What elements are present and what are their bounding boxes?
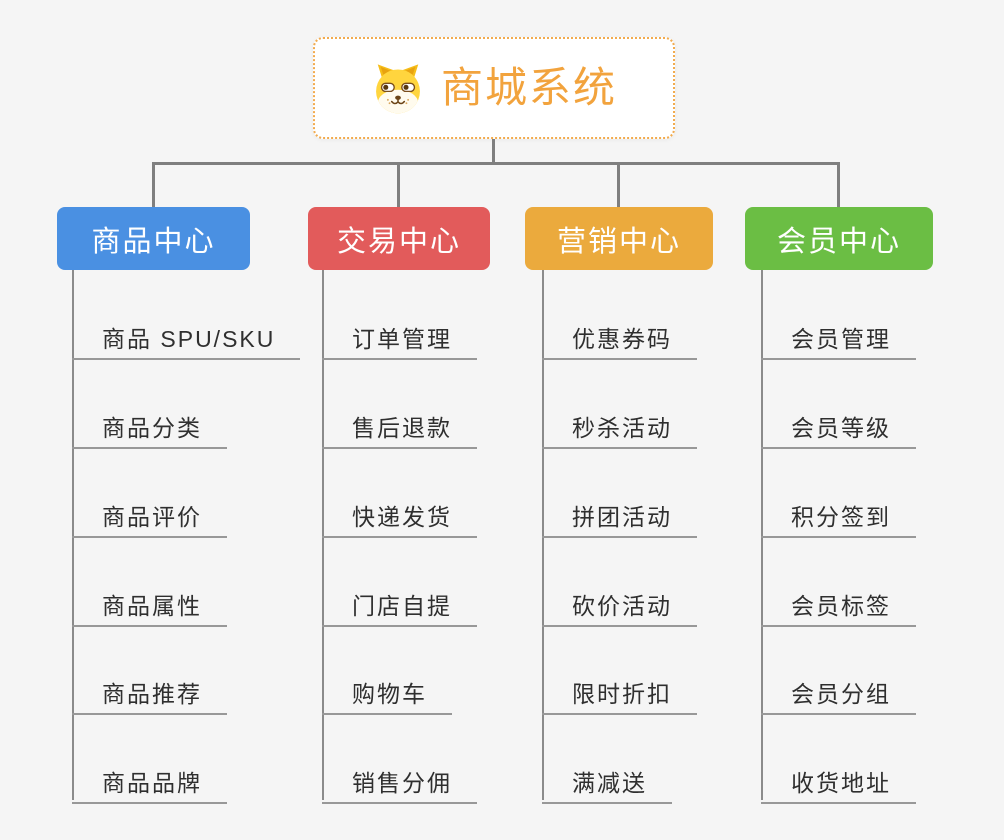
connector-drop-branch-3 [617, 163, 620, 208]
branch-node-trade-center[interactable]: 交易中心 [308, 207, 490, 270]
leaf-node[interactable]: 商品分类 [72, 411, 227, 449]
leaf-node[interactable]: 积分签到 [761, 500, 916, 538]
leaf-node[interactable]: 商品评价 [72, 500, 227, 538]
connector-drop-branch-2 [397, 163, 400, 208]
leaf-node[interactable]: 商品属性 [72, 589, 227, 627]
leaf-node[interactable]: 限时折扣 [542, 677, 697, 715]
leaf-node[interactable]: 秒杀活动 [542, 411, 697, 449]
leaf-node[interactable]: 销售分佣 [322, 766, 477, 804]
connector-drop-branch-1 [152, 163, 155, 208]
leaf-node[interactable]: 收货地址 [761, 766, 916, 804]
leaf-node[interactable]: 售后退款 [322, 411, 477, 449]
leaf-node[interactable]: 购物车 [322, 677, 452, 715]
leaf-node[interactable]: 商品品牌 [72, 766, 227, 804]
connector-horizontal-bar [152, 162, 840, 165]
branch-node-member-center[interactable]: 会员中心 [745, 207, 933, 270]
connector-spine-branch-1 [72, 270, 74, 800]
leaf-node[interactable]: 满减送 [542, 766, 672, 804]
leaf-node[interactable]: 会员分组 [761, 677, 916, 715]
leaf-node[interactable]: 会员管理 [761, 322, 916, 360]
connector-spine-branch-2 [322, 270, 324, 800]
branch-node-marketing-center[interactable]: 营销中心 [525, 207, 713, 270]
root-node[interactable]: 商城系统 [313, 37, 675, 139]
connector-spine-branch-3 [542, 270, 544, 800]
leaf-node[interactable]: 会员标签 [761, 589, 916, 627]
leaf-node[interactable]: 门店自提 [322, 589, 477, 627]
root-title: 商城系统 [440, 64, 617, 111]
connector-root-stem [492, 139, 495, 163]
leaf-node[interactable]: 拼团活动 [542, 500, 697, 538]
leaf-node[interactable]: 会员等级 [761, 411, 916, 449]
dog-face-icon [371, 61, 425, 115]
leaf-node[interactable]: 商品推荐 [72, 677, 227, 715]
leaf-node[interactable]: 商品 SPU/SKU [72, 322, 301, 360]
branch-node-product-center[interactable]: 商品中心 [57, 207, 250, 270]
connector-spine-branch-4 [761, 270, 763, 800]
leaf-node[interactable]: 优惠券码 [542, 322, 697, 360]
leaf-node[interactable]: 砍价活动 [542, 589, 697, 627]
leaf-node[interactable]: 快递发货 [322, 500, 477, 538]
leaf-node[interactable]: 订单管理 [322, 322, 477, 360]
connector-drop-branch-4 [837, 163, 840, 208]
